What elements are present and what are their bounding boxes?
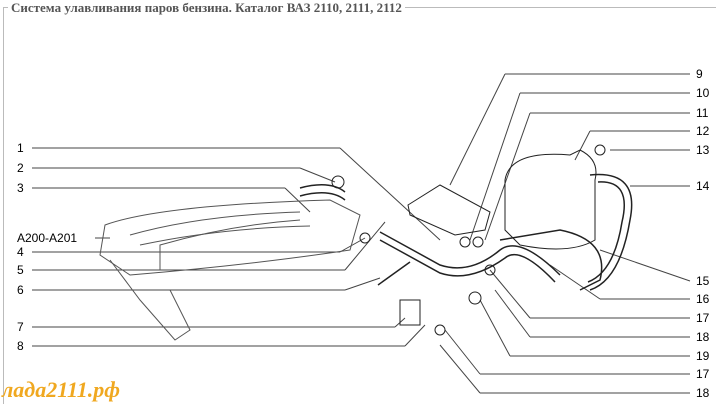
callout-label: 15: [696, 274, 710, 288]
callout-label: 2: [17, 161, 24, 175]
callout-label: 6: [17, 283, 24, 297]
hoses: [299, 173, 633, 291]
callout-label: 11: [696, 106, 709, 120]
callout-label: 10: [696, 86, 710, 100]
canister-bracket: [407, 184, 491, 236]
left-leader-lines: [32, 147, 441, 347]
callout-label: 5: [17, 263, 24, 277]
callout-label: 17: [696, 367, 710, 381]
callout-label: 9: [696, 67, 703, 81]
callout-label: 8: [17, 339, 24, 353]
callout-label: 1: [17, 141, 24, 155]
callout-label: 16: [696, 292, 710, 306]
callout-label: 18: [696, 386, 710, 400]
callout-label: 13: [696, 143, 710, 157]
callout-label: 18: [696, 330, 710, 344]
callout-label: 14: [696, 179, 710, 193]
callout-label: 19: [696, 349, 710, 363]
car-body-outline: [99, 199, 361, 341]
right-leader-lines: [439, 73, 691, 394]
callout-label: 4: [17, 245, 24, 259]
fuel-tank: [331, 144, 606, 336]
callout-label: 12: [696, 124, 710, 138]
bracket-part: [399, 299, 421, 326]
callout-label: 7: [17, 320, 24, 334]
callout-label: A200-A201: [17, 231, 78, 245]
site-watermark: лада2111.рф: [2, 377, 121, 402]
page-title: Система улавливания паров бензина. Катал…: [8, 0, 405, 16]
callout-label: 17: [696, 311, 710, 325]
callout-label: 3: [17, 181, 24, 195]
